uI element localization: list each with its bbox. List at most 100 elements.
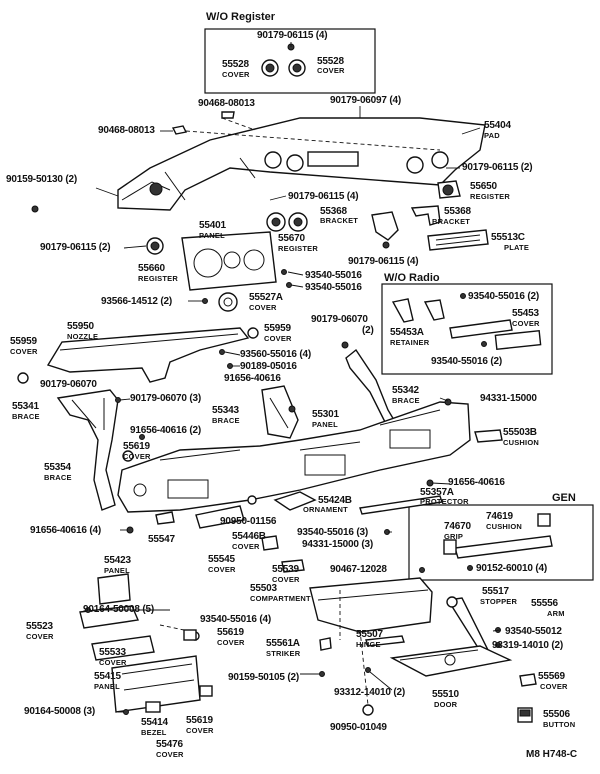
part-label: 55506 [543,709,570,720]
part-label: 90468-08013 [98,125,155,136]
gen-heading: GEN [552,492,576,504]
part-sublabel: PANEL [94,682,120,691]
part-label: 90164-50008 (3) [24,706,95,717]
wo-register-heading: W/O Register [206,11,276,23]
part-sublabel: COVER [222,70,250,79]
gen-box [408,504,594,581]
part-sublabel: COVER [123,452,151,461]
part-sublabel: GRIP [444,532,464,541]
part-label: 55561A [266,638,300,649]
part-sublabel: CUSHION [503,438,539,447]
wo-radio-heading: W/O Radio [384,272,440,284]
part-sublabel: COVER [232,542,260,551]
part-sublabel: BRACE [392,396,420,405]
part-sublabel: COVER [10,347,38,356]
bracket-parts [371,205,441,249]
part-label: 55660 [138,263,165,274]
meter-panel-part [181,231,277,291]
part-label: 55503B [503,427,537,438]
part-label: 90179-06115 (4) [288,191,359,202]
part-label: 94331-15000 (3) [302,539,373,550]
part-label: 93540-55016 (4) [200,614,271,625]
part-label: 55547 [148,534,175,545]
part-label: 55357A [420,487,454,498]
part-label: (2) [362,325,374,336]
part-label: 55453 [512,308,539,319]
part-label: 55539 [272,564,299,575]
part-label: 93560-55016 (4) [240,349,311,360]
stopper-arm-parts [446,596,501,655]
part-label: 90467-12028 [330,564,387,575]
part-label: 74670 [444,521,471,532]
part-sublabel: REGISTER [470,192,510,201]
part-label: 55528 [317,56,344,67]
part-label: 90179-06115 (4) [348,256,419,267]
part-sublabel: PROTECTOR [420,497,469,506]
part-label: 91656-40616 [448,477,505,488]
part-sublabel: PANEL [312,420,338,429]
leader-lines [92,42,501,713]
part-label: 55517 [482,586,509,597]
cover-button-parts [517,673,537,723]
part-label: 93540-55016 [305,270,362,281]
part-sublabel: COMPARTMENT [250,594,311,603]
part-label: 55414 [141,717,168,728]
part-label: 90164-50008 (5) [83,604,154,615]
part-label: 55619 [186,715,213,726]
glove-compartment-part [309,577,433,633]
part-label: 55368 [444,206,471,217]
part-label: 90179-06115 (4) [257,30,328,41]
part-sublabel: STRIKER [266,649,301,658]
part-label: 55523 [26,621,53,632]
part-label: 55453A [390,327,424,338]
part-label: 55507 [356,629,383,640]
part-label: 90189-05016 [240,361,297,372]
part-label: 55528 [222,59,249,70]
part-label: 55650 [470,181,497,192]
part-sublabel: BRACE [44,473,72,482]
part-label: 90179-06070 [40,379,97,390]
part-label: 55476 [156,739,183,750]
ornament-protector-parts [155,491,443,551]
radio-blank-parts [391,293,542,351]
part-label: 55401 [199,220,226,231]
part-label: 55343 [212,405,239,416]
part-sublabel: NOZZLE [67,332,99,341]
part-sublabel: PANEL [199,231,225,240]
part-sublabel: PAD [484,131,500,140]
wo-radio-box [381,283,553,375]
part-sublabel: COVER [186,726,214,735]
part-label: 55619 [123,441,150,452]
part-sublabel: BRACE [12,412,40,421]
part-sublabel: CUSHION [486,522,522,531]
brace-parts [56,341,395,511]
part-label: 90179-06115 (2) [462,162,533,173]
part-sublabel: RETAINER [390,338,430,347]
part-label: 55342 [392,385,419,396]
part-sublabel: COVER [249,303,277,312]
part-sublabel: ARM [547,609,565,618]
part-label: 55341 [12,401,39,412]
part-label: 55446B [232,531,266,542]
part-sublabel: COVER [512,319,540,328]
part-label: 90179-06070 [311,314,368,325]
part-label: 55619 [217,627,244,638]
part-sublabel: STOPPER [480,597,518,606]
part-label: 55510 [432,689,459,700]
part-label: 91656-40616 [224,373,281,384]
part-label: 55959 [10,336,37,347]
part-sublabel: REGISTER [278,244,318,253]
part-label: 55569 [538,671,565,682]
part-sublabel: COVER [264,334,292,343]
part-label: 91656-40616 (2) [130,425,201,436]
part-label: 55301 [312,409,339,420]
part-label: 90179-06070 (3) [130,393,201,404]
part-sublabel: HINGE [356,640,381,649]
part-label: 55423 [104,555,131,566]
cover-55527A-part [202,269,292,312]
part-label: 90468-08013 [198,98,255,109]
part-label: 93540-55016 (2) [468,291,539,302]
glove-door-part [365,635,513,677]
part-label: 55354 [44,462,71,473]
